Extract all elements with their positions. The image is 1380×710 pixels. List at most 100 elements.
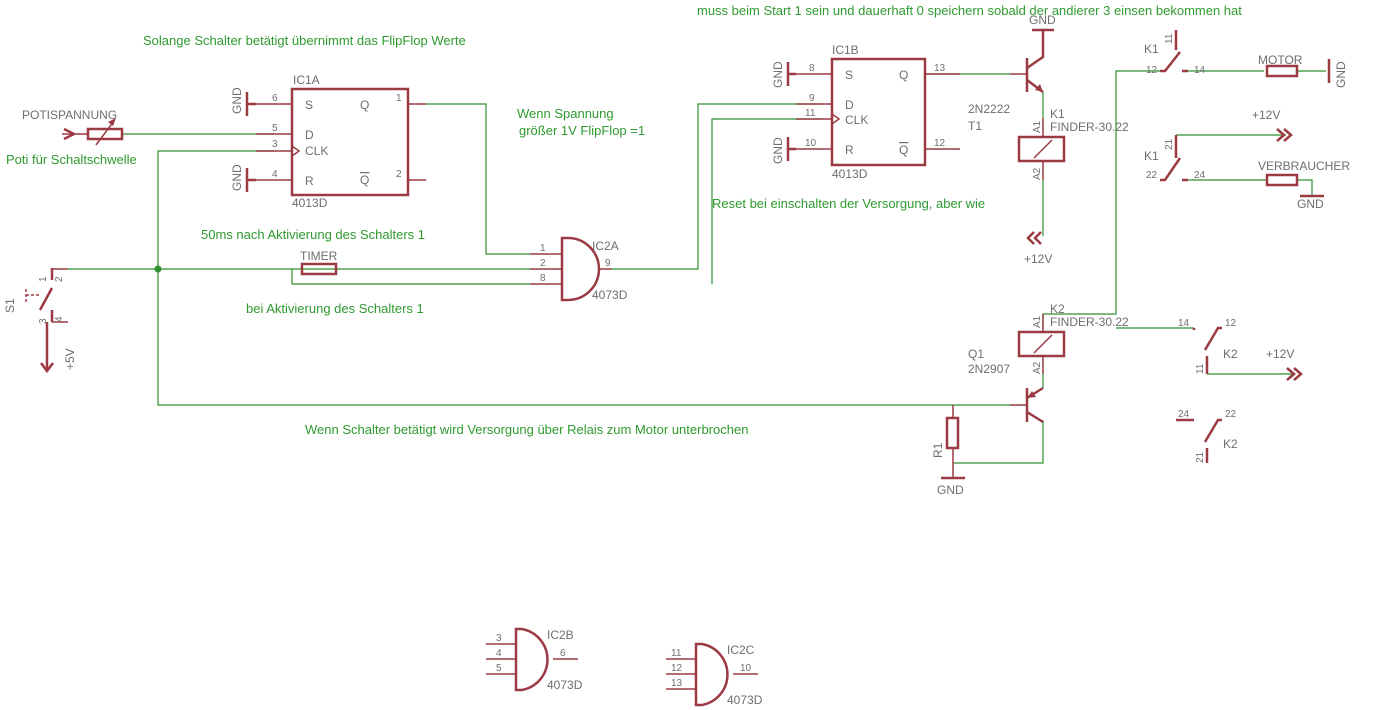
ic1b-pin-clk: CLK (845, 113, 868, 127)
ic2c-and-gate[interactable]: IC2C 4073D 11 12 13 10 (666, 642, 763, 707)
ic1a-value: 4013D (292, 196, 328, 210)
s1-supply-arrow (40, 362, 54, 374)
ic1a-pin-r: R (305, 174, 314, 188)
note-voltage-line1: Wenn Spannung (517, 106, 614, 121)
k1-contact2-pin: 21 (1164, 138, 1175, 150)
ic1a-gnd-r: GND (230, 164, 256, 192)
ic2c-pin-num: 13 (671, 678, 683, 689)
ic2a-pin-num: 1 (540, 243, 546, 254)
k1-contact2-switch (1160, 135, 1188, 182)
k2-relay-coil[interactable]: K2 FINDER-30.22 A1 A2 (1017, 302, 1129, 374)
k2-contact-1[interactable]: 14 12 11 K2 (1178, 318, 1238, 374)
ic2b-pins (486, 643, 578, 675)
k2-contact2-pin: 24 (1178, 409, 1190, 420)
ic1b-name: IC1B (832, 43, 859, 57)
k1-coil-body (1017, 135, 1066, 163)
poti-potentiometer[interactable]: POTISPANNUNG (22, 108, 124, 146)
k1-contact1-pin: 11 (1164, 33, 1175, 44)
q1-transistor[interactable]: Q1 2N2907 (968, 347, 1044, 424)
k2-contact1-pin: 14 (1178, 318, 1190, 329)
ic1b-pin-q: Q (899, 68, 908, 82)
ic1a-pin-num: 1 (396, 93, 402, 104)
annotations: muss beim Start 1 sein und dauerhaft 0 s… (6, 3, 1242, 437)
verbraucher-load[interactable]: VERBRAUCHER GND (1258, 159, 1350, 211)
ic1b-pin-qbar: Q (899, 143, 908, 157)
q1-value: 2N2907 (968, 362, 1010, 376)
k1-pin-a1: A1 (1032, 120, 1043, 133)
supply-arrow-icon (1286, 367, 1303, 381)
ic2a-pins (530, 253, 612, 285)
k1-relay-coil[interactable]: K1 FINDER-30.22 A1 A2 (1017, 107, 1129, 180)
k1-contact2-pin: 22 (1146, 170, 1158, 181)
r1-resistor[interactable]: R1 GND (931, 405, 965, 497)
ic1b-flipflop[interactable]: IC1B 4013D S D CLK R Q Q 8 9 11 10 13 12 (796, 43, 960, 181)
plus5v-label: +5V (63, 348, 77, 370)
ic1a-clk-marker (291, 145, 301, 157)
gnd-label: GND (771, 61, 785, 88)
ic2c-pin-num: 11 (671, 648, 682, 659)
k2-coil-diagonal (1033, 334, 1053, 354)
k1-contact1-name: K1 (1144, 42, 1159, 56)
note-voltage-line2: größer 1V FlipFlop =1 (519, 123, 645, 138)
supply-arrow-icon (1276, 128, 1293, 142)
r1-body (945, 416, 960, 450)
plus12v-supply-lower: +12V (1266, 347, 1303, 381)
k2-pin-a2: A2 (1032, 361, 1043, 374)
ic1a-flipflop[interactable]: IC1A 4013D S D CLK R Q Q 6 5 3 4 1 2 (256, 73, 426, 210)
timer-to-and-wire (291, 269, 530, 285)
ic1b-pin-num: 9 (809, 93, 815, 104)
supply-arrow-icon (1026, 231, 1042, 245)
poti-arrow (63, 127, 77, 141)
ic1a-pin-num: 6 (272, 93, 278, 104)
s1-pin-num: 2 (54, 276, 65, 282)
ic1b-pin-d: D (845, 98, 854, 112)
motor-load[interactable]: MOTOR GND (1258, 53, 1348, 88)
timer-component[interactable]: TIMER (300, 249, 338, 276)
ic1b-body (830, 57, 927, 167)
ic2b-and-gate[interactable]: IC2B 4073D 3 4 5 6 (486, 627, 583, 692)
s1-switch[interactable]: S1 1 2 3 4 +5V (3, 268, 77, 374)
q1-to-r1-wire (953, 420, 1044, 464)
clk-net-wire (157, 150, 274, 269)
s1-pin-num: 3 (38, 318, 49, 324)
ic1a-body (290, 87, 410, 197)
note-flipflop-values: Solange Schalter betätigt übernimmt das … (143, 33, 466, 48)
ic2a-and-gate[interactable]: IC2A 4073D 1 2 8 9 (530, 236, 628, 302)
t1-collector-emitter (1026, 30, 1045, 93)
s1-contact (38, 268, 54, 322)
poti-wiper (95, 120, 115, 146)
plus12v-label: +12V (1024, 252, 1052, 266)
ic2c-value: 4073D (727, 693, 763, 707)
plus12v-supply-top: +12V (1252, 108, 1293, 142)
k1-contact1-pin: 14 (1194, 65, 1206, 76)
wires (68, 70, 1326, 464)
k1-pin-a2: A2 (1032, 167, 1043, 180)
ic1a-pin-clk: CLK (305, 144, 328, 158)
k2-contact1-switch (1192, 326, 1222, 374)
junction-dot (154, 265, 162, 273)
ic2b-pin-num: 4 (496, 648, 502, 659)
ic2b-name: IC2B (547, 628, 574, 642)
ic1b-pin-num: 13 (934, 63, 946, 74)
ic2a-name: IC2A (592, 239, 619, 253)
t1-transistor[interactable]: GND 2N2222 T1 (968, 13, 1056, 133)
ic1a-name: IC1A (293, 73, 320, 87)
t1-name: T1 (968, 119, 982, 133)
k1-contact-1[interactable]: K1 11 12 14 (1144, 30, 1206, 76)
k1-contact-2[interactable]: K1 21 22 24 (1144, 135, 1206, 182)
k2-coil-value: FINDER-30.22 (1050, 315, 1129, 329)
gnd-label: GND (230, 164, 244, 191)
ic2b-pin-num: 6 (560, 648, 566, 659)
ic1a-pin-qbar: Q (360, 173, 369, 187)
k2-contact1-pin: 11 (1195, 363, 1206, 374)
verbraucher-name: VERBRAUCHER (1258, 159, 1350, 173)
q1-collector-emitter (1026, 386, 1044, 424)
ic1a-pin-num: 4 (272, 169, 278, 180)
q-to-and-wire (426, 103, 530, 255)
ic2a-pin-num: 8 (540, 273, 546, 284)
ic1b-clk-marker (831, 113, 841, 125)
k2-pin-a1: A1 (1032, 315, 1043, 328)
ic1b-pin-num: 8 (809, 63, 815, 74)
k2-contact-2[interactable]: 24 22 21 K2 (1176, 409, 1238, 463)
